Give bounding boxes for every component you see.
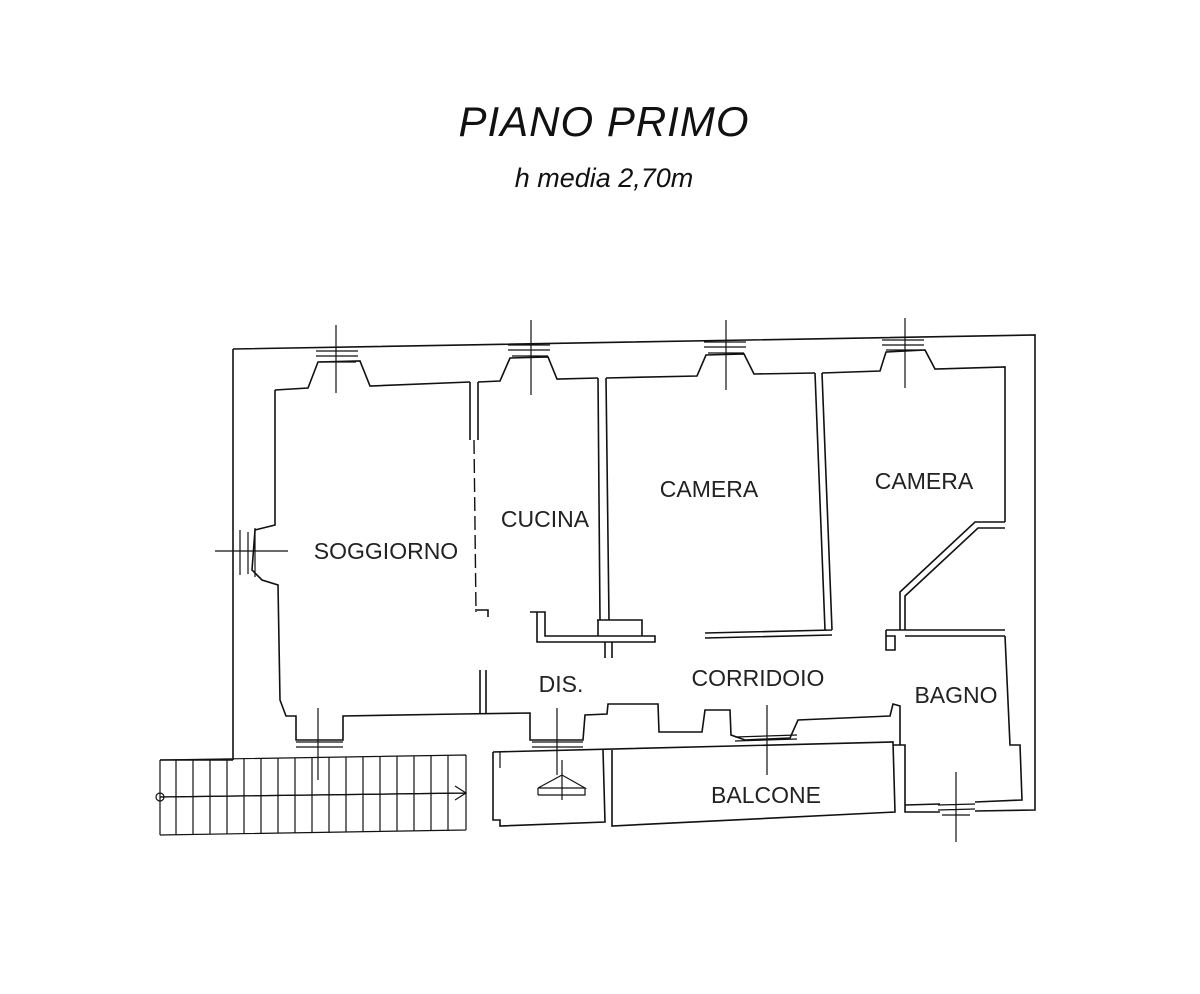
room-label-cucina: CUCINA — [501, 506, 590, 532]
stair-symbol — [537, 760, 588, 800]
inner-wall-left — [251, 390, 461, 741]
sliding-door — [473, 439, 477, 613]
room-label-balcone: BALCONE — [711, 782, 821, 808]
room-label-bagno: BAGNO — [914, 682, 997, 708]
window-left — [215, 528, 288, 577]
room-label-corridoio: CORRIDOIO — [692, 665, 825, 691]
plan-subtitle: h media 2,70m — [514, 163, 694, 193]
closet-diagonal — [885, 521, 1005, 651]
plan-title: PIANO PRIMO — [458, 98, 750, 145]
room-label-camera-1: CAMERA — [660, 476, 759, 502]
room-label-soggiorno: SOGGIORNO — [314, 538, 458, 564]
room-label-dis: DIS. — [539, 671, 584, 697]
bagno-wall — [904, 635, 1023, 806]
balcone-outline — [492, 741, 896, 827]
window-marks-bottom — [296, 705, 976, 842]
wall-cucina-camera — [530, 377, 656, 658]
wall-camera-camera — [704, 372, 833, 639]
inner-wall-top — [274, 349, 1006, 522]
corridor-wall-bottom — [459, 703, 901, 745]
room-label-camera-2: CAMERA — [875, 468, 974, 494]
external-stairs — [155, 754, 468, 836]
dis-walls — [479, 670, 487, 714]
wall-soggiorno-cucina — [469, 382, 489, 617]
outer-wall — [160, 334, 1036, 813]
window-marks-top — [316, 318, 924, 395]
